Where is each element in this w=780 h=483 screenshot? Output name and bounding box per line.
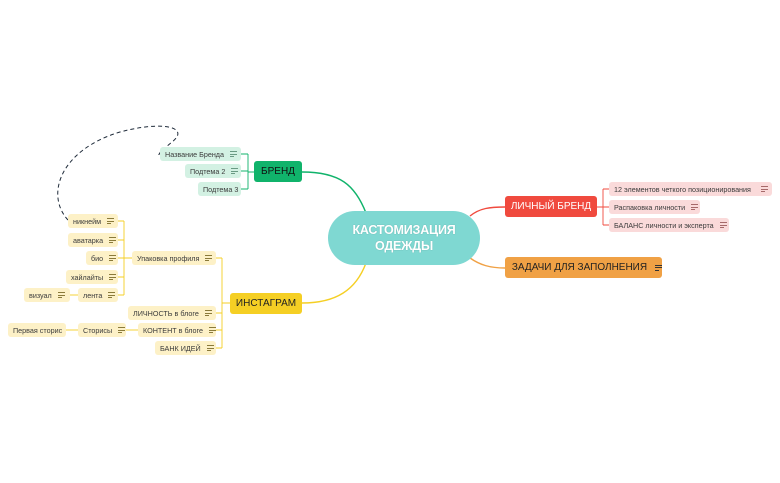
item-avatar[interactable]: аватарка — [68, 233, 118, 247]
subtopic-brand-2[interactable]: Подтема 2 — [185, 164, 241, 178]
subtopic-profile-packaging[interactable]: Упаковка профиля — [132, 251, 216, 265]
note-lines-icon — [57, 292, 65, 298]
topic-instagram-label: ИНСТАГРАМ — [235, 298, 297, 309]
item-avatar-label: аватарка — [73, 235, 104, 245]
note-lines-icon — [230, 151, 237, 157]
subtopic-personality-unpacking[interactable]: Распаковка личности — [609, 200, 700, 214]
item-nickname-label: никнейм — [73, 216, 102, 226]
note-lines-icon — [209, 327, 216, 333]
note-lines-icon — [108, 292, 116, 298]
item-feed[interactable]: лента — [78, 288, 118, 302]
item-bio[interactable]: био — [86, 251, 118, 265]
subtopic-idea-bank-label: БАНК ИДЕЙ — [160, 343, 201, 353]
subtopic-brand-name[interactable]: Название Бренда — [160, 147, 241, 161]
note-lines-icon — [118, 327, 126, 333]
item-feed-label: лента — [83, 290, 103, 300]
subtopic-profile-packaging-label: Упаковка профиля — [137, 253, 200, 263]
dashed-relation — [57, 125, 179, 221]
central-topic-label: КАСТОМИЗАЦИЯ ОДЕЖДЫ — [352, 223, 456, 253]
subtopic-idea-bank[interactable]: БАНК ИДЕЙ — [155, 341, 216, 355]
topic-personal-brand-label: ЛИЧНЫЙ БРЕНД — [510, 201, 592, 212]
link-center-instagram — [301, 262, 367, 304]
item-highlights[interactable]: хайлайты — [66, 270, 118, 284]
item-first-story-label: Первая сторис — [13, 325, 63, 335]
topic-brand-label: БРЕНД — [261, 166, 295, 177]
item-bio-label: био — [91, 253, 104, 263]
note-lines-icon — [231, 168, 239, 174]
link-upakovka-children — [118, 220, 132, 296]
topic-tasks-label: ЗАДАЧИ ДЛЯ ЗАПОЛНЕНИЯ — [511, 262, 648, 273]
subtopic-brand-3-label: Подтема 3 — [203, 184, 239, 194]
topic-personal-brand[interactable]: ЛИЧНЫЙ БРЕНД — [505, 196, 597, 217]
item-visual-label: визуал — [29, 290, 52, 300]
central-topic[interactable]: КАСТОМИЗАЦИЯ ОДЕЖДЫ — [328, 211, 480, 265]
link-center-brand — [301, 171, 367, 214]
item-stories-label: Сторисы — [83, 325, 113, 335]
item-stories[interactable]: Сторисы — [78, 323, 126, 337]
note-lines-icon — [109, 255, 117, 261]
item-first-story[interactable]: Первая сторис — [8, 323, 66, 337]
subtopic-balance[interactable]: БАЛАНС личности и эксперта — [609, 218, 729, 232]
topic-tasks[interactable]: ЗАДАЧИ ДЛЯ ЗАПОЛНЕНИЯ — [505, 257, 663, 278]
subtopic-12-elements-label: 12 элементов четкого позиционирования — [614, 184, 751, 194]
note-lines-icon — [109, 274, 117, 280]
link-personal-brand-children — [597, 188, 609, 226]
note-lines-icon — [760, 186, 768, 192]
link-brand-children — [241, 153, 254, 190]
subtopic-brand-3[interactable]: Подтема 3 — [198, 182, 241, 196]
subtopic-brand-2-label: Подтема 2 — [190, 166, 226, 176]
topic-instagram[interactable]: ИНСТАГРАМ — [230, 293, 302, 314]
note-lines-icon — [206, 345, 214, 351]
item-highlights-label: хайлайты — [71, 272, 104, 282]
link-center-personal-brand — [469, 206, 506, 217]
link-center-tasks — [469, 257, 506, 269]
note-lines-icon — [107, 218, 115, 224]
subtopic-personality-label: ЛИЧНОСТЬ в блоге — [133, 308, 199, 318]
subtopic-personality-unpacking-label: Распаковка личности — [614, 202, 686, 212]
item-nickname[interactable]: никнейм — [68, 214, 118, 228]
subtopic-balance-label: БАЛАНС личности и эксперта — [614, 220, 714, 230]
subtopic-brand-name-label: Название Бренда — [165, 149, 224, 159]
subtopic-content[interactable]: КОНТЕНТ в блоге — [138, 323, 216, 337]
note-lines-icon — [204, 310, 212, 316]
note-lines-icon — [719, 222, 727, 228]
subtopic-content-label: КОНТЕНТ в блоге — [143, 325, 203, 335]
note-lines-icon — [205, 255, 213, 261]
link-instagram-children — [216, 257, 230, 349]
item-visual[interactable]: визуал — [24, 288, 70, 302]
note-lines-icon — [109, 237, 117, 243]
topic-brand[interactable]: БРЕНД — [254, 161, 302, 182]
note-lines-icon — [691, 204, 699, 210]
subtopic-personality[interactable]: ЛИЧНОСТЬ в блоге — [128, 306, 216, 320]
subtopic-12-elements[interactable]: 12 элементов четкого позиционирования — [609, 182, 772, 196]
